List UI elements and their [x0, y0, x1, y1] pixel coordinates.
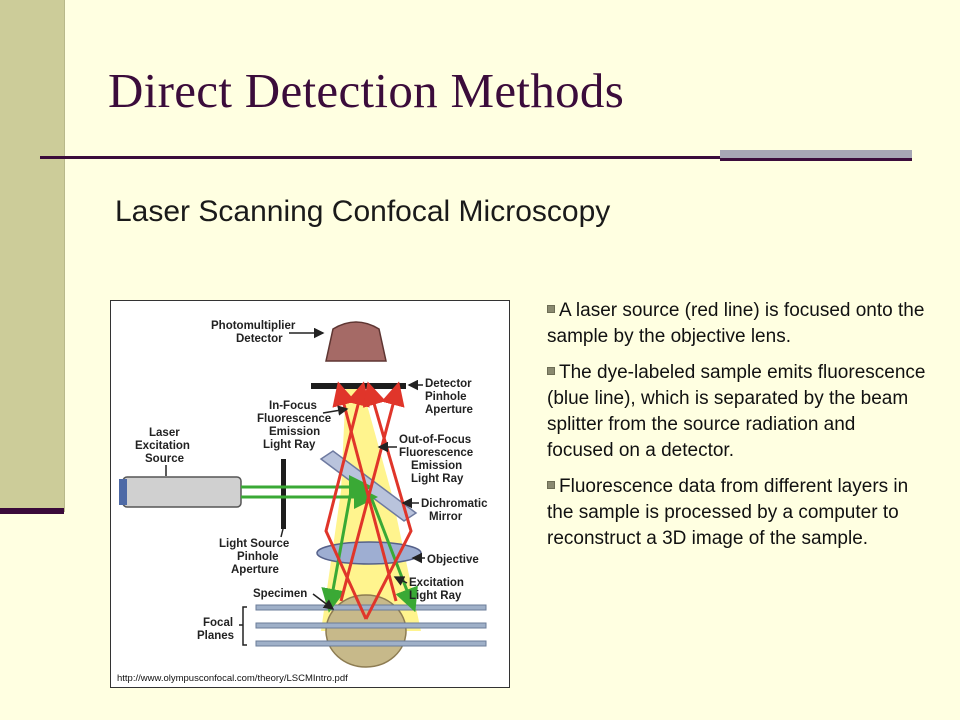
pointer-infocus	[322, 405, 349, 416]
photomultiplier-detector-shape	[325, 321, 387, 362]
label-laser-1: Laser	[149, 427, 180, 439]
bullet-text: A laser source (red line) is focused ont…	[547, 300, 925, 347]
laser-source-end	[119, 479, 127, 505]
label-laser-2: Excitation	[135, 440, 190, 452]
bullet-text: The dye-labeled sample emits fluorescenc…	[547, 362, 926, 461]
bullet-text: Fluorescence data from different layers …	[547, 476, 909, 549]
diagram-canvas: Photomultiplier Detector Detector Pinhol…	[119, 320, 488, 668]
red-ray-4	[332, 381, 398, 602]
light-source-pinhole-bar	[281, 459, 286, 529]
square-bullet-icon	[547, 367, 555, 375]
label-specimen: Specimen	[253, 588, 307, 600]
detector-pinhole-aperture-bar	[311, 383, 406, 389]
slide-subtitle: Laser Scanning Confocal Microscopy	[115, 195, 611, 228]
label-outfocus-2: Fluorescence	[399, 447, 473, 459]
label-dichro-2: Mirror	[429, 511, 463, 523]
left-decorative-bar	[0, 0, 65, 512]
label-excitation-2: Light Ray	[409, 590, 462, 602]
specimen-shape	[325, 594, 407, 668]
label-infocus-2: Fluorescence	[257, 413, 331, 425]
bullet-item: The dye-labeled sample emits fluorescenc…	[547, 360, 927, 464]
figure-source-url: http://www.olympusconfocal.com/theory/LS…	[115, 672, 350, 685]
bullet-item: Fluorescence data from different layers …	[547, 474, 927, 552]
label-detpin-2: Pinhole	[425, 391, 467, 403]
label-infocus-1: In-Focus	[269, 400, 317, 412]
pointer-excitation	[393, 576, 408, 586]
label-dichro-1: Dichromatic	[421, 498, 488, 510]
title-underline-accent-dark	[720, 158, 912, 161]
label-pmt-2: Detector	[236, 333, 283, 345]
label-detpin-3: Aperture	[425, 404, 473, 416]
square-bullet-icon	[547, 305, 555, 313]
bullet-list: A laser source (red line) is focused ont…	[547, 298, 927, 562]
label-focal-2: Planes	[197, 630, 234, 642]
focal-plane-2	[255, 622, 487, 629]
label-outfocus-4: Light Ray	[411, 473, 464, 485]
label-outfocus-3: Emission	[411, 460, 462, 472]
label-objective: Objective	[427, 554, 479, 566]
confocal-microscope-diagram: Photomultiplier Detector Detector Pinhol…	[110, 300, 510, 688]
green-ray-3	[321, 490, 353, 613]
red-ray-1	[324, 381, 370, 620]
label-excitation-1: Excitation	[409, 577, 464, 589]
focal-bracket	[239, 606, 247, 646]
pointer-lsp	[280, 528, 284, 538]
label-infocus-3: Emission	[269, 426, 320, 438]
label-infocus-4: Light Ray	[263, 439, 316, 451]
label-outfocus-1: Out-of-Focus	[399, 434, 471, 446]
label-laser-3: Source	[145, 453, 184, 465]
label-focal-1: Focal	[203, 617, 233, 629]
slide-title: Direct Detection Methods	[108, 63, 625, 118]
label-lsp-1: Light Source	[219, 538, 289, 550]
label-detpin-1: Detector	[425, 378, 472, 390]
focal-plane-3	[255, 640, 487, 647]
title-underline-accent	[720, 150, 912, 158]
bullet-item: A laser source (red line) is focused ont…	[547, 298, 927, 350]
left-accent-line	[0, 508, 64, 514]
label-pmt-1: Photomultiplier	[211, 320, 296, 332]
label-lsp-3: Aperture	[231, 564, 279, 576]
label-lsp-2: Pinhole	[237, 551, 279, 563]
pointer-specimen	[312, 593, 335, 610]
square-bullet-icon	[547, 481, 555, 489]
laser-source-body	[122, 476, 242, 508]
title-underline	[40, 156, 720, 159]
